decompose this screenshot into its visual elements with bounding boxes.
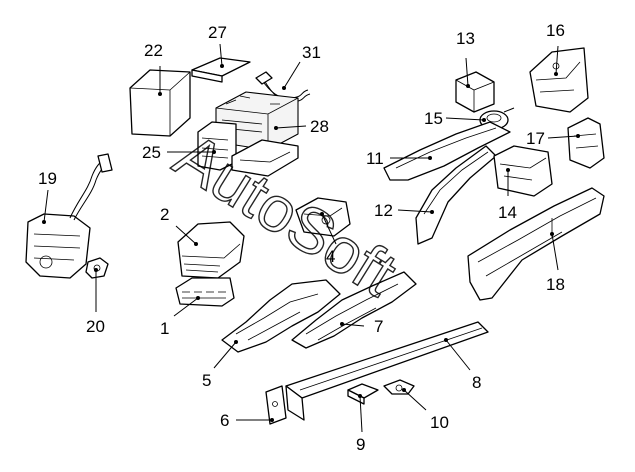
callout-20: 20 bbox=[86, 317, 105, 336]
callout-17: 17 bbox=[526, 129, 545, 148]
callout-19: 19 bbox=[38, 169, 57, 188]
callout-15: 15 bbox=[424, 109, 443, 128]
callout-27: 27 bbox=[208, 23, 227, 42]
callout-13: 13 bbox=[456, 29, 475, 48]
part-6-plate bbox=[265, 385, 287, 425]
part-14-bracket bbox=[493, 145, 553, 197]
part-7-member bbox=[291, 271, 417, 349]
part-1-housing bbox=[175, 277, 235, 307]
callout-1: 1 bbox=[160, 319, 169, 338]
leader-lines bbox=[43, 43, 579, 433]
part-17-bracket bbox=[567, 117, 605, 169]
callout-2: 2 bbox=[160, 205, 169, 224]
callout-22: 22 bbox=[144, 41, 163, 60]
callout-28: 28 bbox=[310, 117, 329, 136]
part-12-rail bbox=[415, 145, 497, 245]
part-22-battery-cover bbox=[129, 69, 191, 137]
callout-18: 18 bbox=[546, 275, 565, 294]
part-20-sensor bbox=[85, 257, 109, 279]
callout-5: 5 bbox=[202, 371, 211, 390]
callout-16: 16 bbox=[546, 21, 565, 40]
part-27-lid bbox=[191, 57, 251, 83]
battery-tray bbox=[231, 139, 299, 177]
part-10-clip bbox=[383, 379, 415, 395]
callout-6: 6 bbox=[220, 411, 229, 430]
part-2-housing bbox=[177, 221, 245, 279]
callout-10: 10 bbox=[430, 413, 449, 432]
part-9-bracket bbox=[347, 383, 379, 405]
callout-31: 31 bbox=[302, 43, 321, 62]
callout-7: 7 bbox=[374, 317, 383, 336]
part-11-rail bbox=[383, 121, 511, 181]
part-13-mount bbox=[455, 71, 495, 113]
callout-11: 11 bbox=[366, 149, 384, 168]
part-19-reservoir bbox=[25, 153, 113, 279]
callout-8: 8 bbox=[472, 373, 481, 392]
leader-dots bbox=[42, 64, 580, 422]
callout-4: 4 bbox=[326, 247, 335, 266]
part-8-rail bbox=[285, 321, 489, 421]
callout-25: 25 bbox=[142, 143, 161, 162]
callout-labels: 1 2 4 5 6 7 8 9 10 11 12 13 14 15 16 17 … bbox=[38, 21, 565, 454]
part-5-member bbox=[221, 279, 341, 353]
callout-14: 14 bbox=[498, 203, 517, 222]
part-18-member bbox=[467, 187, 605, 301]
part-16-bracket bbox=[529, 47, 589, 113]
callout-9: 9 bbox=[356, 435, 365, 454]
callout-12: 12 bbox=[374, 201, 393, 220]
